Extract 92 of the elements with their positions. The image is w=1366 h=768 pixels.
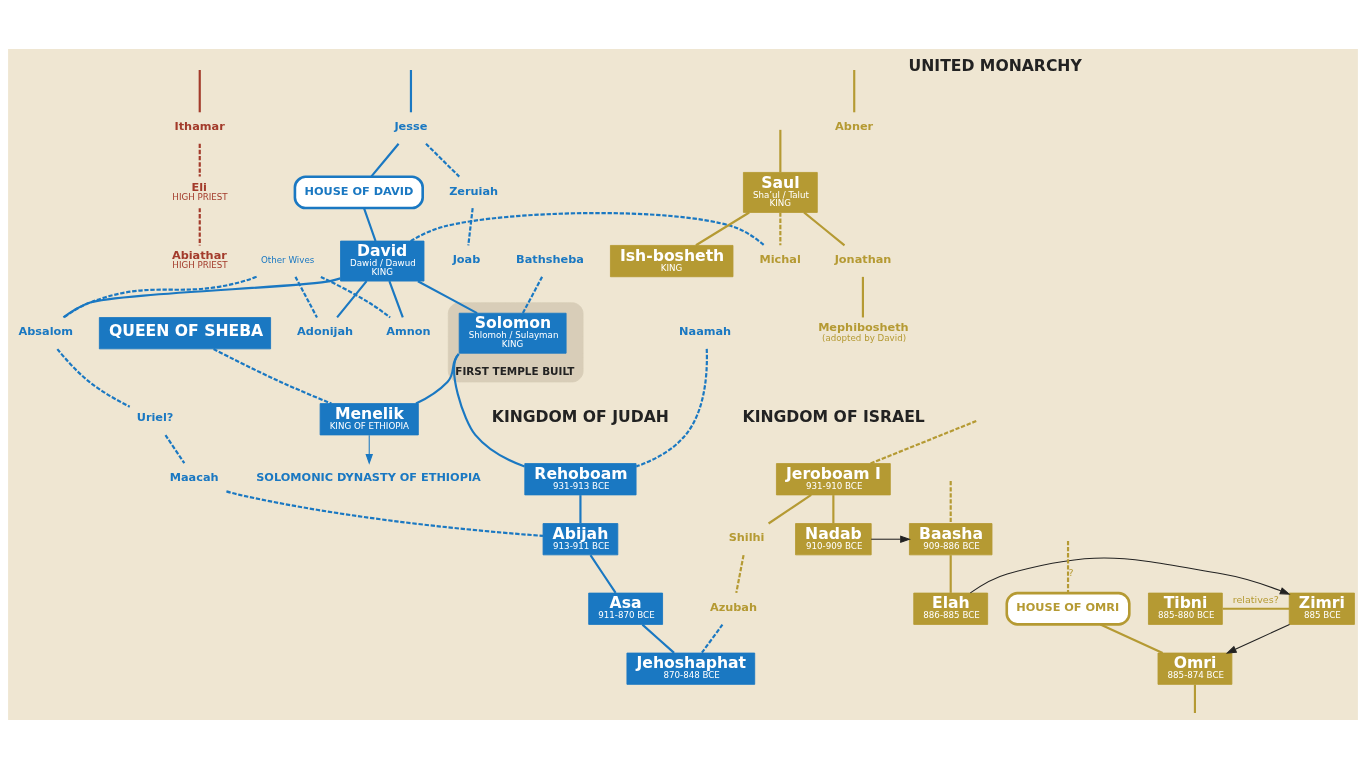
connector: [1066, 540, 1070, 593]
node-text: Other Wives: [261, 254, 315, 265]
node-text: Jesse: [394, 119, 428, 133]
arrow: [969, 556, 1291, 595]
connector: [870, 419, 977, 464]
node-text: Shilhi: [728, 530, 765, 544]
connector: [164, 434, 186, 464]
node-box: Solomon Shlomoh / Sulayman KING: [458, 312, 567, 354]
connector: [453, 353, 525, 467]
node-box: HOUSE OF DAVID: [293, 174, 424, 209]
node-box: Jehoshaphat 870-848 BCE: [626, 652, 756, 685]
connector: [467, 207, 474, 246]
connector: [56, 347, 131, 408]
node-box: Omri 885-874 BCE: [1157, 652, 1233, 685]
connector: [635, 348, 708, 468]
connector: [949, 480, 952, 523]
connector: [735, 554, 745, 593]
node-text: Bathsheba: [516, 252, 584, 266]
label: KINGDOM OF ISRAEL: [742, 406, 925, 426]
connector: [370, 142, 400, 177]
node-box: HOUSE OF OMRI: [1005, 591, 1131, 626]
connector: [1222, 607, 1290, 610]
connector: [853, 69, 856, 112]
connector: [695, 211, 750, 246]
node-box: Rehoboam 931-913 BCE: [524, 462, 637, 495]
connector: [388, 280, 404, 318]
connector: [363, 207, 377, 241]
edge-label: ?: [1068, 566, 1074, 578]
edge-label: relatives?: [1232, 593, 1279, 605]
connector: [701, 623, 724, 653]
node-box: Menelik KING OF ETHIOPIA: [319, 402, 419, 435]
label: KINGDOM OF JUDAH: [491, 406, 669, 426]
connector: [409, 69, 413, 112]
connector: [410, 211, 765, 246]
connector: [521, 275, 544, 314]
connector: [1193, 684, 1197, 713]
connector: [949, 554, 952, 593]
node-text: Jonathan: [834, 252, 892, 266]
node-text: Zeruiah: [449, 184, 499, 197]
node-text: Adonijah: [297, 324, 354, 338]
node-box: QUEEN OF SHEBA: [98, 316, 271, 349]
connector: [1099, 622, 1164, 654]
connector: [832, 494, 835, 523]
connector: [589, 554, 617, 593]
connector: [198, 143, 201, 176]
connector: [417, 279, 478, 314]
connector: [803, 211, 846, 246]
connector: [861, 276, 864, 317]
connector: [336, 280, 368, 318]
connector: [198, 69, 201, 112]
node-box: Ish-bosheth KING: [610, 244, 734, 277]
node-text: Uriel?: [136, 410, 174, 424]
node-text: Azubah: [709, 600, 758, 614]
node-text: Eli HIGH PRIEST: [172, 180, 228, 202]
connector: [213, 347, 332, 405]
node-text: Absalom: [18, 324, 74, 338]
connector: [62, 276, 341, 318]
connector: [294, 275, 318, 318]
connector: [63, 275, 257, 318]
node-text: Abiathar HIGH PRIEST: [171, 248, 228, 270]
node-text: Michal: [759, 252, 801, 266]
label: UNITED MONARCHY: [908, 55, 1082, 75]
connector: [579, 494, 582, 523]
node-box: Elah 886-885 BCE: [913, 592, 989, 625]
node-text: SOLOMONIC DYNASTY OF ETHIOPIA: [256, 470, 481, 484]
connector: [767, 493, 812, 524]
node-box: Nadab 910-909 BCE: [795, 522, 872, 555]
node-text: Amnon: [386, 324, 431, 338]
node-text: Naamah: [679, 324, 732, 338]
connector: [425, 142, 460, 177]
arrow: [870, 534, 911, 543]
connector: [641, 623, 675, 654]
connector: [779, 129, 782, 172]
node-text: Maacah: [169, 470, 219, 484]
node-box: Zimri 885 BCE: [1288, 592, 1355, 625]
connector: [226, 489, 544, 537]
node-text: Ithamar: [174, 119, 225, 133]
node-box: Tibni 885-880 BCE: [1148, 592, 1223, 625]
node-box: Jeroboam I 931-910 BCE: [776, 462, 891, 495]
node-box: Saul Sha’ul / Talut KING: [742, 171, 818, 213]
node-box: Abijah 913-911 BCE: [542, 522, 619, 555]
node-text: Joab: [452, 252, 481, 266]
node-text: Abner: [835, 119, 874, 133]
node-text: Mephibosheth (adopted by David): [818, 320, 909, 343]
connector: [779, 212, 782, 245]
arrow: [1225, 623, 1290, 654]
arrow: [365, 434, 373, 465]
node-box: David Dawid / Dawud KING: [340, 240, 425, 281]
connector: [198, 207, 201, 245]
node-box: Baasha 909-886 BCE: [909, 522, 993, 555]
connector: [320, 275, 391, 318]
node-box: Asa 911-870 BCE: [588, 592, 663, 625]
